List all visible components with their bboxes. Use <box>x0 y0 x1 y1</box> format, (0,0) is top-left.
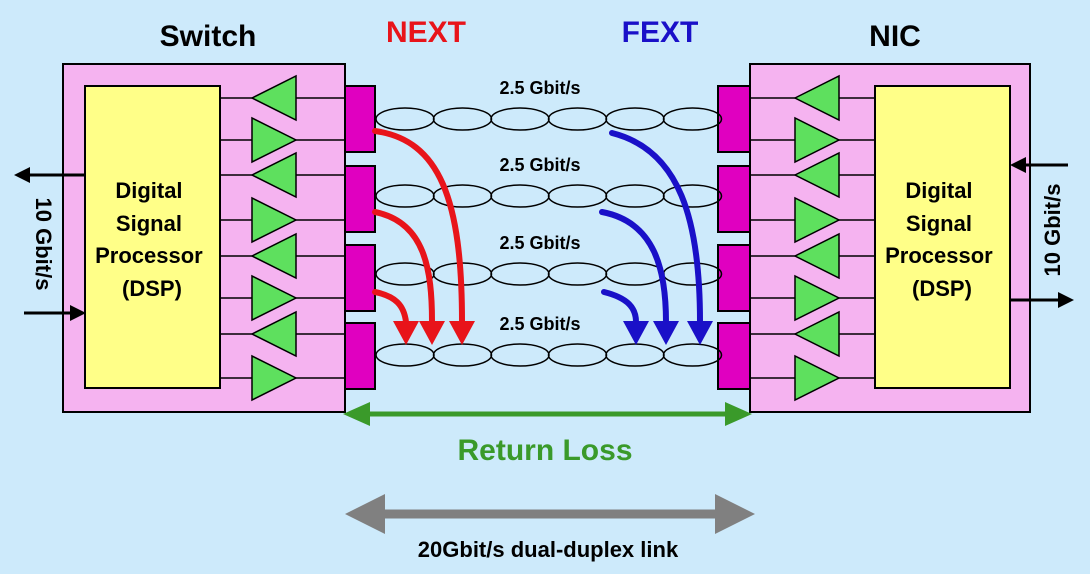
nic-amplifier <box>793 310 840 358</box>
switch-amplifier <box>251 196 298 244</box>
fext-label: FEXT <box>622 16 699 49</box>
fext-arrow <box>601 289 649 345</box>
switch-transformer <box>344 244 376 312</box>
pair-loop <box>490 184 550 208</box>
pair-rate-label: 2.5 Gbit/s <box>499 233 580 253</box>
twisted-pairs: 2.5 Gbit/s 2.5 Gbit/s 2.5 Gbit/s 2.5 Gbit/s <box>375 78 723 367</box>
link-label: 20Gbit/s dual-duplex link <box>418 537 679 562</box>
twisted-pair: 2.5 Gbit/s <box>375 314 723 367</box>
pair-loop <box>662 184 723 208</box>
nic-dsp-label: Digital Signal Processor (DSP) <box>885 178 999 301</box>
nic-amplifier <box>794 116 841 164</box>
pair-loop <box>662 262 723 286</box>
fext-arrow <box>599 209 679 345</box>
fext-arrow <box>609 130 713 345</box>
next-arrow-head <box>419 321 445 345</box>
pair-loop <box>662 107 723 131</box>
switch-amplifier <box>250 74 297 122</box>
twisted-pair: 2.5 Gbit/s <box>375 155 723 208</box>
next-arrow-shaft <box>372 128 465 325</box>
switch-amplifier <box>250 232 297 280</box>
pair-loop <box>605 262 665 286</box>
switch-rate-label: 10 Gbit/s <box>31 198 56 291</box>
pair-loop <box>547 107 608 131</box>
pair-loop <box>605 184 665 208</box>
pair-loop <box>547 262 608 286</box>
switch-transformer <box>344 85 376 153</box>
pair-loop <box>662 343 723 367</box>
fext-arrow-shaft <box>601 289 639 325</box>
switch-channels <box>220 74 376 402</box>
next-arrows <box>372 128 475 345</box>
switch-amplifier <box>251 354 298 402</box>
switch-io-arrows <box>14 167 86 321</box>
pair-loop <box>490 107 550 131</box>
switch-dsp-box <box>84 85 221 389</box>
switch-amplifier <box>251 274 298 322</box>
next-arrow <box>372 289 419 345</box>
pair-loop <box>432 107 493 131</box>
pair-loop <box>375 343 435 367</box>
nic-transformer <box>717 165 751 233</box>
fext-arrow-head <box>653 321 679 345</box>
switch-amplifier <box>250 151 297 199</box>
nic-transformer <box>717 244 751 312</box>
fext-arrow-head <box>623 321 649 345</box>
pair-loop <box>605 343 665 367</box>
pair-loop <box>490 262 550 286</box>
nic-amplifier <box>794 196 841 244</box>
nic-io-arrows <box>1010 157 1074 308</box>
pair-loop <box>605 107 665 131</box>
pair-loop <box>375 184 435 208</box>
fext-arrow-shaft <box>599 209 669 325</box>
pair-loop <box>432 343 493 367</box>
return-loss-arrow <box>343 402 752 426</box>
pair-rate-label: 2.5 Gbit/s <box>499 314 580 334</box>
next-label: NEXT <box>386 16 466 49</box>
switch-amplifier <box>251 116 298 164</box>
nic-title: NIC <box>869 20 921 53</box>
switch-transformer <box>344 165 376 233</box>
fext-arrow-shaft <box>609 130 703 325</box>
next-arrow <box>372 128 475 345</box>
fext-arrow-head <box>687 321 713 345</box>
nic-amplifier <box>793 151 840 199</box>
nic-transformer <box>717 85 751 153</box>
nic-amplifier <box>794 274 841 322</box>
pair-loop <box>547 184 608 208</box>
fext-arrows <box>599 130 713 345</box>
nic-channels <box>717 74 875 402</box>
pair-loop <box>490 343 550 367</box>
pair-rate-label: 2.5 Gbit/s <box>499 155 580 175</box>
switch-amplifier <box>250 310 297 358</box>
next-arrow-shaft <box>372 289 409 325</box>
next-arrow-head <box>393 321 419 345</box>
return-loss-label: Return Loss <box>457 434 632 467</box>
link-arrow <box>345 494 755 534</box>
nic-amplifier <box>794 354 841 402</box>
switch-transformer <box>344 322 376 390</box>
pair-rate-label: 2.5 Gbit/s <box>499 78 580 98</box>
next-arrow-shaft <box>372 209 435 325</box>
switch-title: Switch <box>160 20 257 53</box>
pair-loop <box>375 107 435 131</box>
next-arrow <box>372 209 445 345</box>
switch-dsp-label: Digital Signal Processor (DSP) <box>95 178 209 301</box>
pair-loop <box>547 343 608 367</box>
nic-transformer <box>717 322 751 390</box>
nic-amplifier <box>793 232 840 280</box>
nic-amplifier <box>793 74 840 122</box>
nic-rate-label: 10 Gbit/s <box>1040 184 1065 277</box>
nic-dsp-box <box>874 85 1011 389</box>
twisted-pair: 2.5 Gbit/s <box>375 78 723 131</box>
next-arrow-head <box>449 321 475 345</box>
